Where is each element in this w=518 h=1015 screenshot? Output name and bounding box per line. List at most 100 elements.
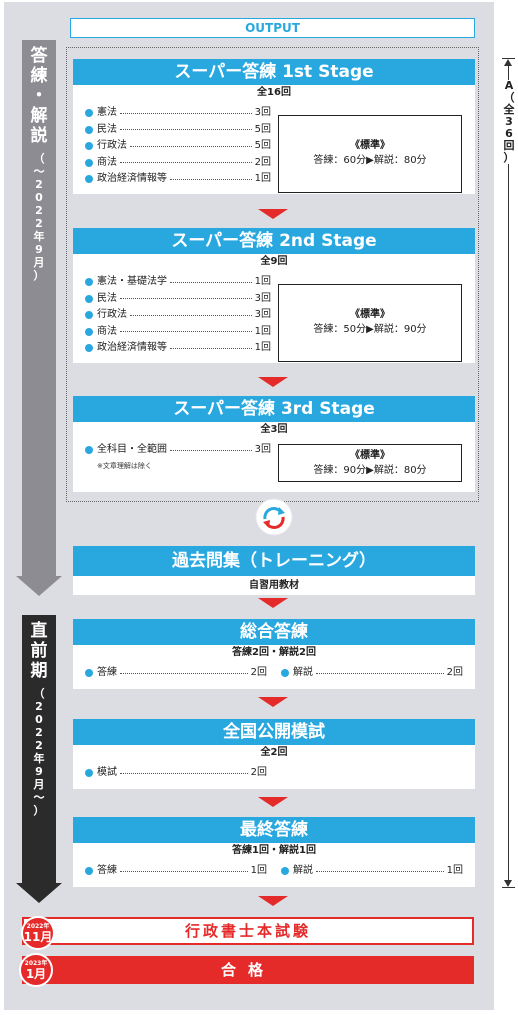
dotted-leader	[120, 129, 252, 131]
pass-year: 2023年	[24, 960, 48, 967]
session-count: 2回	[250, 767, 267, 778]
range-arrowhead-top	[504, 59, 512, 66]
session-count: 2回	[250, 667, 267, 678]
dotted-leader	[130, 314, 252, 316]
item-name: 解説	[293, 865, 313, 876]
down-arrow-icon	[258, 377, 288, 387]
down-arrow-icon	[258, 598, 288, 608]
subject-name: 商法	[97, 325, 117, 337]
subject-name: 民法	[97, 123, 117, 135]
item-name: 答練	[97, 865, 117, 876]
list-item: 解説 2回	[281, 665, 463, 682]
bullet-icon	[281, 867, 289, 876]
subject-name: 行政法	[97, 309, 127, 320]
exam-bar: 行政書士本試験 2022年 11月	[21, 916, 474, 950]
phase2-arrow-tip	[16, 883, 62, 903]
output-label: OUTPUT	[70, 18, 475, 38]
past-exam-title: 過去問集（トレーニング）	[73, 546, 475, 576]
standard-heading: 《標準》	[350, 450, 390, 461]
bullet-icon	[85, 125, 93, 134]
pass-title: 合格	[220, 961, 275, 979]
phase1-title: 答練・解説	[30, 46, 48, 146]
session-count: 1回	[254, 342, 271, 353]
dotted-leader	[170, 178, 252, 180]
dotted-leader	[120, 162, 252, 164]
pass-bar: 合格 2023年 1月	[19, 953, 474, 987]
list-item: 解説 1回	[281, 863, 463, 880]
list-item: 政治経済情報等 1回	[85, 340, 271, 357]
subject-name: 憲法・基礎法学	[97, 276, 167, 287]
dotted-leader	[316, 870, 444, 872]
dotted-leader	[120, 772, 248, 774]
mogi-title: 全国公開模試	[73, 719, 475, 745]
stage-2nd-total: 全9回	[260, 256, 288, 267]
exam-year: 2022年	[26, 923, 50, 930]
empty-cell	[281, 765, 463, 782]
bullet-icon	[85, 344, 93, 353]
bullet-icon	[85, 294, 93, 303]
down-arrow-icon	[258, 797, 288, 807]
range-line	[508, 64, 509, 882]
past-exam-sub: 自習用教材	[249, 580, 299, 591]
dotted-leader	[170, 347, 252, 349]
bullet-icon	[85, 446, 93, 455]
dotted-leader	[120, 331, 252, 333]
session-count: 1回	[446, 865, 463, 876]
sogo-block: 総合答練 答練2回・解説2回 答練 2回 解説 2回	[73, 619, 475, 689]
dotted-leader	[120, 672, 248, 674]
repeat-icon	[255, 498, 293, 536]
session-count: 3回	[254, 444, 271, 455]
saishu-title: 最終答練	[73, 817, 475, 843]
subject-name: 政治経済情報等	[97, 173, 167, 184]
session-count: 1回	[254, 325, 271, 337]
standard-time: 答練：90分▶解説：80分	[313, 465, 427, 476]
standard-box: 《標準》 答練：50分▶解説：90分	[278, 284, 462, 362]
dotted-leader	[170, 281, 252, 283]
subject-name: 民法	[97, 292, 117, 304]
session-count: 5回	[254, 123, 271, 135]
range-arrow	[502, 58, 516, 888]
item-name: 解説	[293, 667, 313, 678]
sogo-sub: 答練2回・解説2回	[232, 647, 316, 658]
bullet-icon	[85, 278, 93, 287]
item-name: 答練	[97, 667, 117, 678]
pass-date-badge: 2023年 1月	[19, 953, 53, 987]
list-item: 商法 1回	[85, 324, 271, 341]
session-count: 3回	[254, 309, 271, 320]
subject-name: 憲法	[97, 107, 117, 118]
standard-box: 《標準》 答練：60分▶解説：80分	[278, 115, 462, 193]
session-count: 3回	[254, 107, 271, 118]
session-count: 2回	[446, 667, 463, 678]
subject-name: 商法	[97, 156, 117, 168]
session-count: 1回	[250, 865, 267, 876]
phase2-arrow-bar	[22, 615, 56, 883]
stage-1st-title: スーパー答練 1st Stage	[73, 59, 475, 85]
subject-name: 行政法	[97, 140, 127, 151]
range-arrowhead-bottom	[504, 880, 512, 887]
stage-2nd-title: スーパー答練 2nd Stage	[73, 228, 475, 254]
bullet-icon	[85, 769, 93, 778]
exam-title: 行政書士本試験	[184, 922, 311, 940]
dotted-leader	[130, 145, 252, 147]
bullet-icon	[85, 109, 93, 118]
bullet-icon	[85, 311, 93, 320]
list-item: 答練 2回	[85, 665, 267, 682]
subject-name: 政治経済情報等	[97, 342, 167, 353]
sogo-title: 総合答練	[73, 619, 475, 645]
bullet-icon	[85, 175, 93, 184]
